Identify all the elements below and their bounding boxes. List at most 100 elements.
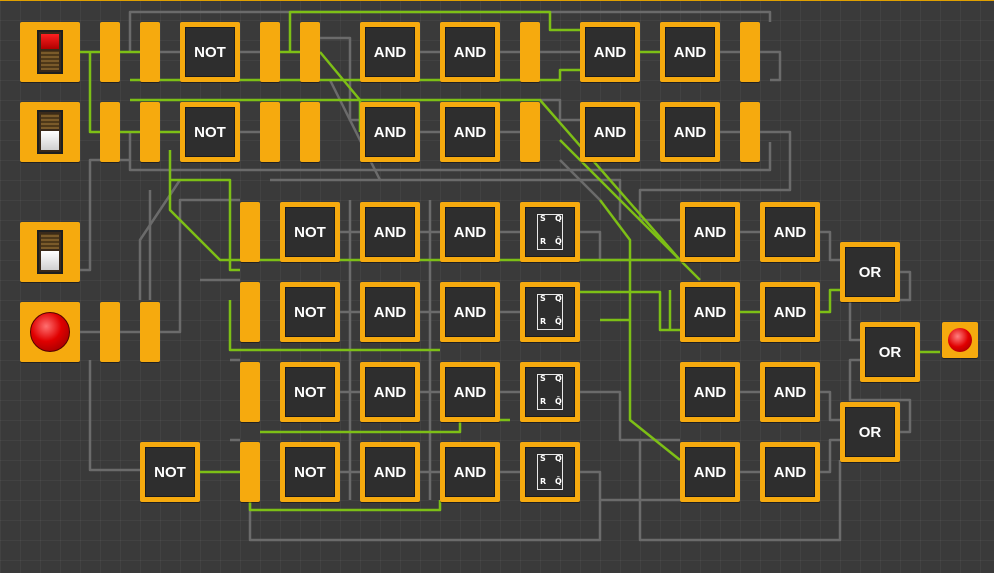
top-edge	[0, 0, 994, 1]
splitter[interactable]	[520, 102, 540, 162]
and-gate[interactable]: AND	[760, 362, 820, 422]
gate-label: AND	[445, 27, 495, 77]
splitter[interactable]	[100, 302, 120, 362]
gate-label: AND	[365, 367, 415, 417]
and-gate[interactable]: AND	[580, 102, 640, 162]
and-gate[interactable]: AND	[360, 282, 420, 342]
and-gate[interactable]: AND	[440, 362, 500, 422]
gate-label: AND	[685, 447, 735, 497]
gate-label: NOT	[185, 27, 235, 77]
gate-label: AND	[445, 287, 495, 337]
splitter[interactable]	[260, 22, 280, 82]
wire	[270, 178, 622, 220]
wire	[160, 198, 240, 334]
push-button[interactable]	[20, 302, 80, 362]
splitter[interactable]	[240, 282, 260, 342]
lamp-bulb	[948, 328, 972, 352]
wire-powered	[170, 178, 240, 272]
latch-s-label: S	[540, 374, 546, 383]
splitter[interactable]	[740, 22, 760, 82]
toggle-switch-1[interactable]	[20, 22, 80, 82]
wire-powered	[820, 288, 840, 314]
and-gate[interactable]: AND	[440, 202, 500, 262]
not-gate[interactable]: NOT	[140, 442, 200, 502]
gate-label: NOT	[285, 207, 335, 257]
gate-label: AND	[585, 27, 635, 77]
wire	[138, 179, 182, 300]
splitter[interactable]	[140, 302, 160, 362]
latch-qbar-label: Q̄	[555, 397, 562, 406]
and-gate[interactable]: AND	[360, 102, 420, 162]
and-gate[interactable]: AND	[660, 22, 720, 82]
wire	[328, 79, 382, 181]
sr-latch[interactable]: S Q R Q̄	[520, 442, 580, 502]
and-gate[interactable]: AND	[760, 282, 820, 342]
and-gate[interactable]: AND	[360, 202, 420, 262]
splitter[interactable]	[240, 442, 260, 502]
splitter[interactable]	[300, 22, 320, 82]
and-gate[interactable]: AND	[440, 22, 500, 82]
splitter[interactable]	[100, 22, 120, 82]
latch-q-label: Q	[555, 454, 562, 463]
splitter[interactable]	[740, 102, 760, 162]
and-gate[interactable]: AND	[660, 102, 720, 162]
and-gate[interactable]: AND	[440, 102, 500, 162]
or-gate[interactable]: OR	[840, 402, 900, 462]
wire	[540, 98, 580, 122]
gate-label: AND	[765, 287, 815, 337]
latch-box	[537, 294, 563, 330]
and-gate[interactable]: AND	[440, 442, 500, 502]
splitter[interactable]	[240, 202, 260, 262]
latch-q-label: Q	[555, 294, 562, 303]
and-gate[interactable]: AND	[680, 442, 740, 502]
wire-powered	[599, 199, 681, 461]
wire	[820, 230, 840, 262]
or-gate[interactable]: OR	[840, 242, 900, 302]
and-gate[interactable]: AND	[360, 22, 420, 82]
wire	[88, 360, 140, 472]
and-gate[interactable]: AND	[580, 22, 640, 82]
toggle-switch-3[interactable]	[20, 222, 80, 282]
and-gate[interactable]: AND	[360, 442, 420, 502]
splitter[interactable]	[300, 102, 320, 162]
toggle-switch-2[interactable]	[20, 102, 80, 162]
sr-latch[interactable]: S Q R Q̄	[520, 202, 580, 262]
and-gate[interactable]: AND	[680, 282, 740, 342]
wire	[638, 130, 792, 222]
and-gate[interactable]: AND	[440, 282, 500, 342]
and-gate[interactable]: AND	[760, 442, 820, 502]
gate-label: AND	[365, 287, 415, 337]
or-gate[interactable]: OR	[860, 322, 920, 382]
gate-label: AND	[445, 107, 495, 157]
sr-latch[interactable]: S Q R Q̄	[520, 282, 580, 342]
and-gate[interactable]: AND	[360, 362, 420, 422]
not-gate[interactable]: NOT	[180, 102, 240, 162]
and-gate[interactable]: AND	[680, 202, 740, 262]
gate-label: AND	[365, 107, 415, 157]
latch-s-label: S	[540, 454, 546, 463]
not-gate[interactable]: NOT	[280, 282, 340, 342]
wire-powered	[88, 52, 100, 134]
not-gate[interactable]: NOT	[280, 202, 340, 262]
gate-label: OR	[845, 407, 895, 457]
splitter[interactable]	[100, 102, 120, 162]
not-gate[interactable]: NOT	[280, 362, 340, 422]
and-gate[interactable]: AND	[680, 362, 740, 422]
not-gate[interactable]: NOT	[180, 22, 240, 82]
gate-label: NOT	[145, 447, 195, 497]
sr-latch[interactable]: S Q R Q̄	[520, 362, 580, 422]
latch-q-label: Q	[555, 214, 562, 223]
splitter[interactable]	[520, 22, 540, 82]
splitter[interactable]	[240, 362, 260, 422]
splitter[interactable]	[140, 102, 160, 162]
wire	[128, 132, 772, 172]
splitter[interactable]	[140, 22, 160, 82]
and-gate[interactable]: AND	[760, 202, 820, 262]
not-gate[interactable]: NOT	[280, 442, 340, 502]
splitter[interactable]	[260, 102, 280, 162]
gate-label: AND	[445, 447, 495, 497]
gate-label: AND	[685, 367, 735, 417]
latch-s-label: S	[540, 294, 546, 303]
wire	[760, 50, 782, 82]
